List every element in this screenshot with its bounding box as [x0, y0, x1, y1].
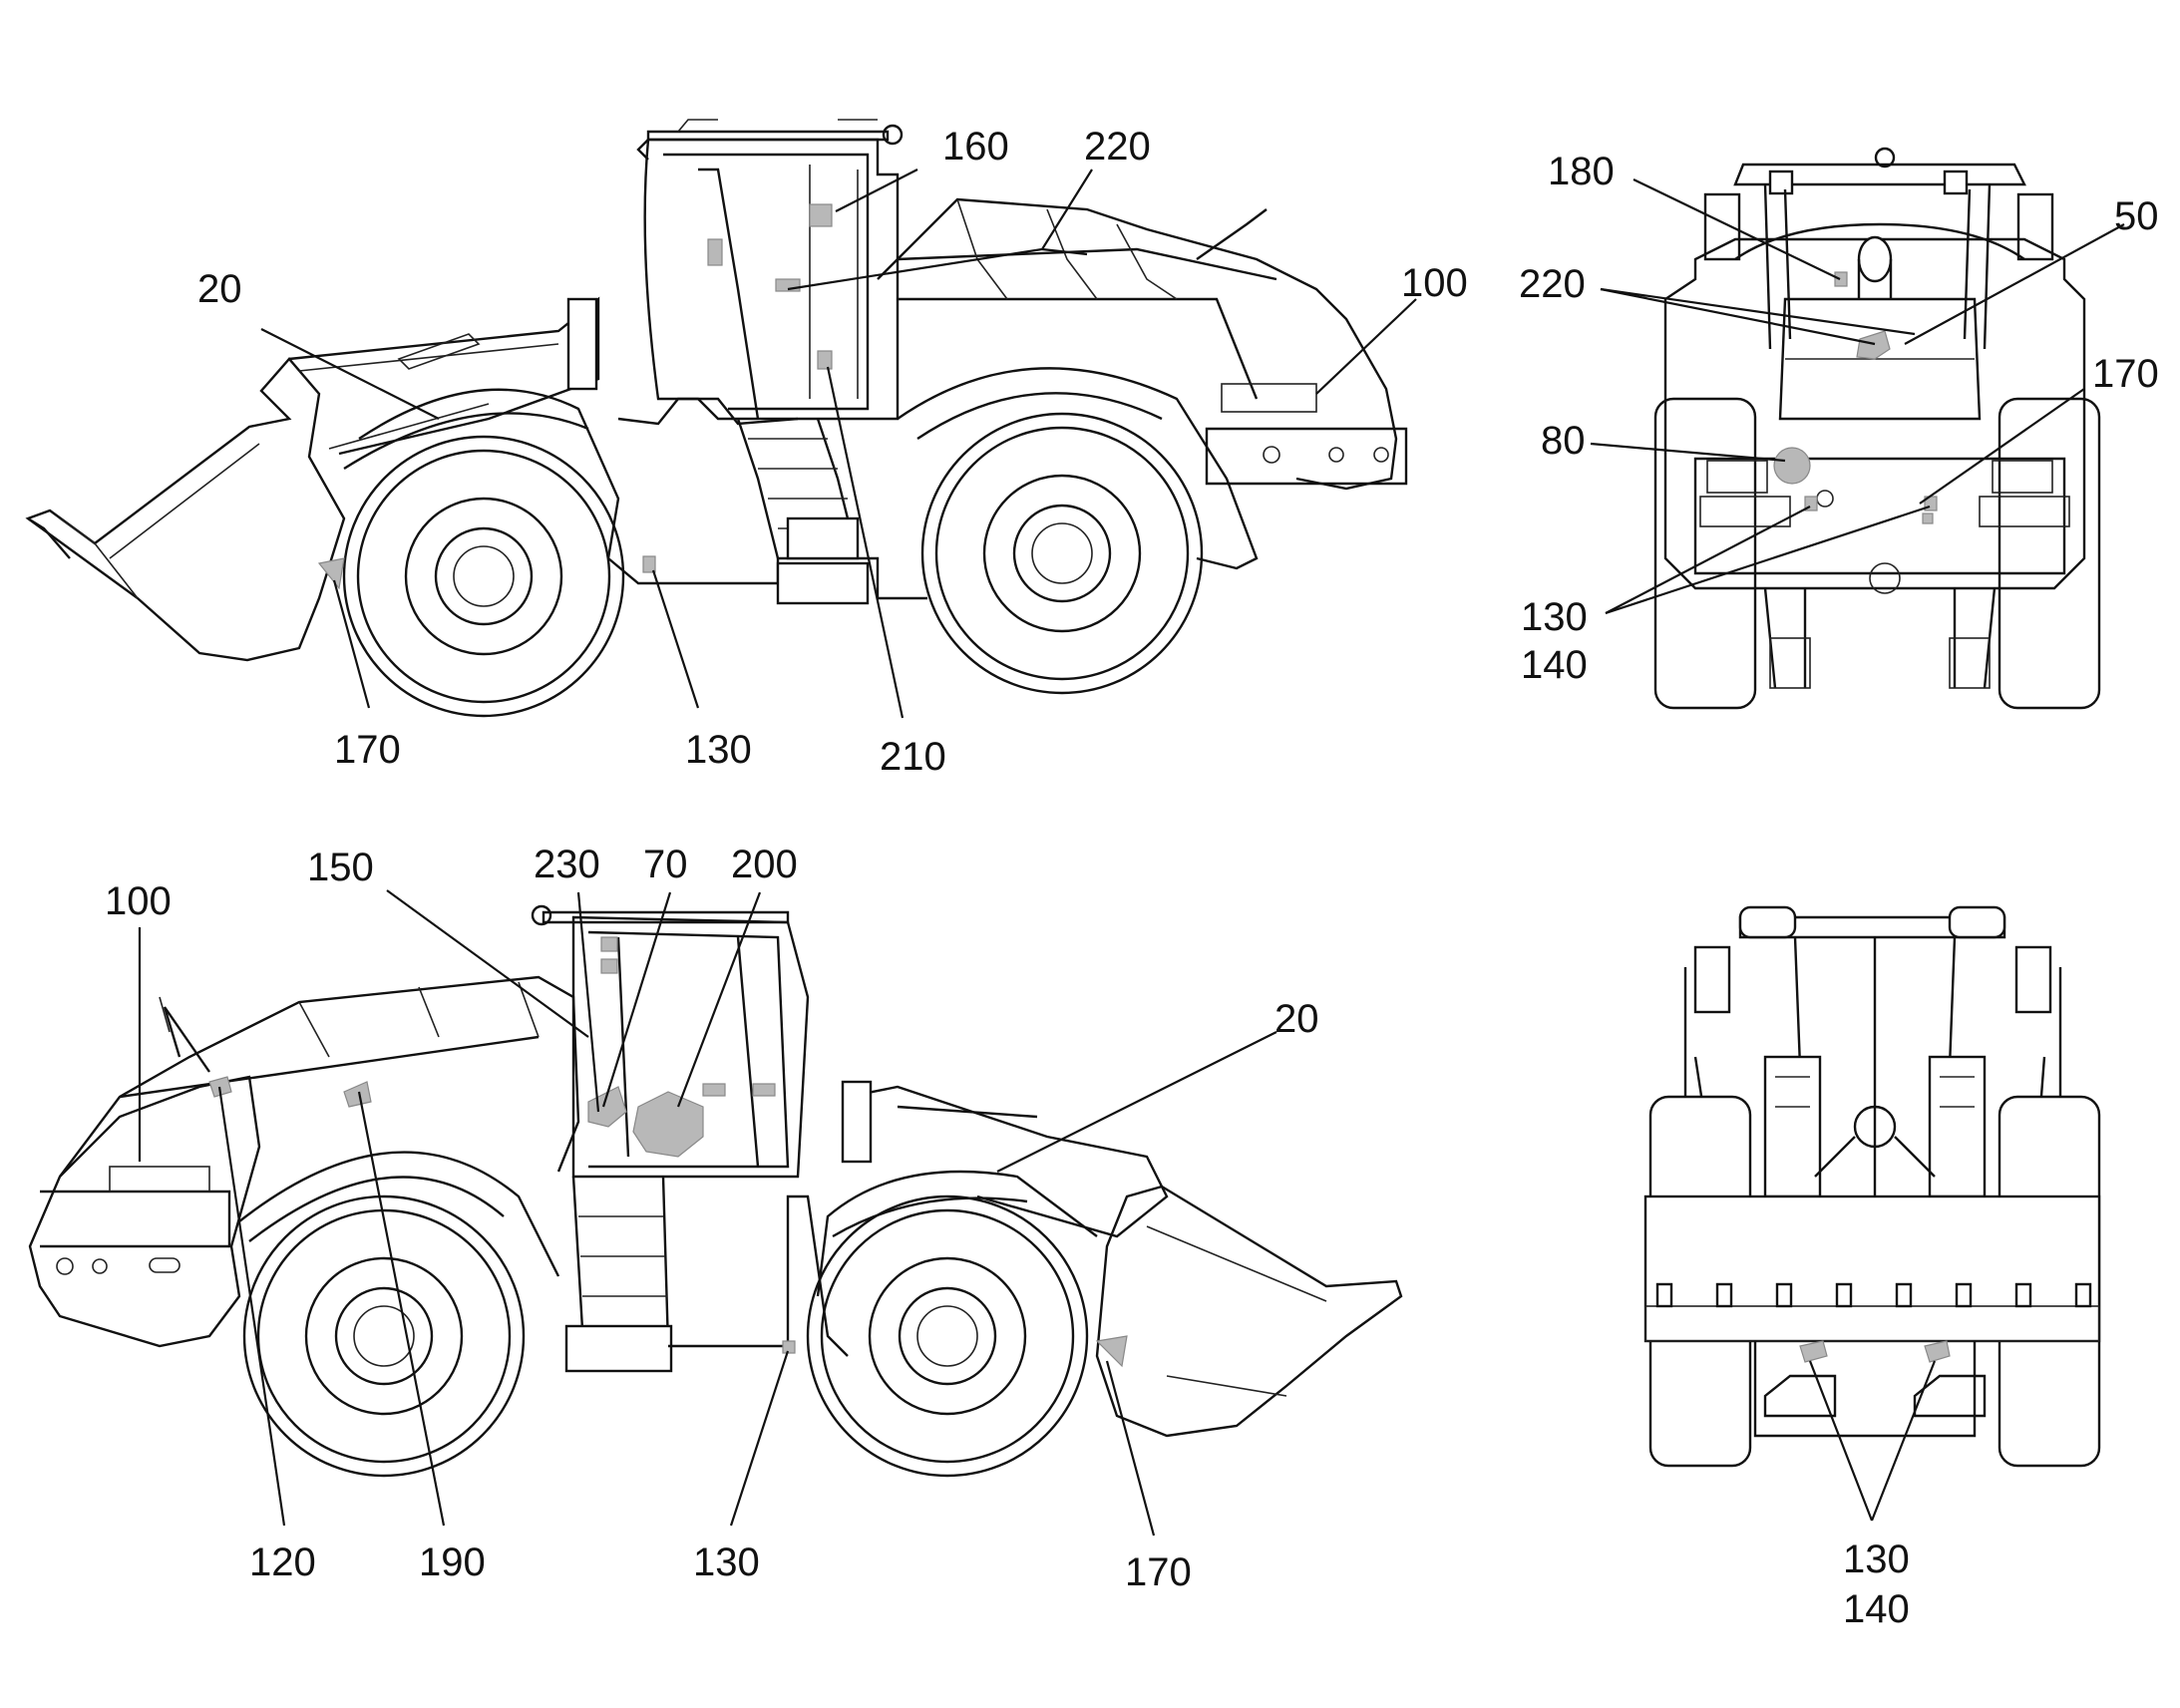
callout-label: 170 [1125, 1550, 1192, 1594]
right-side-view: 100 150 230 70 200 20 120 190 130 170 [28, 843, 1403, 1594]
callout-label: 20 [1274, 997, 1319, 1041]
callout-label: 230 [534, 843, 600, 886]
callout-label: 220 [1519, 262, 1586, 306]
callout-label: 100 [105, 879, 172, 923]
front-view: 130 140 [1643, 905, 2101, 1631]
left-side-view: 160 220 20 100 170 130 210 [25, 119, 1468, 779]
callout-label: 130 [685, 728, 752, 772]
callout-label: 170 [334, 728, 401, 772]
callout-label: 120 [249, 1540, 316, 1584]
callout-label: 170 [2092, 352, 2159, 396]
callout-label: 220 [1084, 125, 1151, 169]
rear-view: 180 50 220 170 80 130 140 [1519, 147, 2159, 710]
callout-label: 140 [1521, 643, 1588, 687]
callout-label: 100 [1401, 261, 1468, 305]
callout-label: 200 [731, 843, 798, 886]
callout-label: 130 [693, 1540, 760, 1584]
callout-label: 210 [880, 735, 946, 779]
callout-label: 150 [307, 846, 374, 889]
callout-label: 180 [1548, 150, 1615, 193]
callout-label: 130 [1843, 1537, 1910, 1581]
callout-label: 130 [1521, 595, 1588, 639]
callout-label: 20 [197, 267, 242, 311]
bucket-teeth [1655, 1282, 2092, 1308]
callout-label: 190 [419, 1540, 486, 1584]
callout-label: 160 [942, 125, 1009, 169]
callout-label: 140 [1843, 1587, 1910, 1631]
callout-label: 80 [1541, 419, 1586, 463]
callout-label: 70 [643, 843, 688, 886]
callout-label: 50 [2114, 194, 2159, 238]
